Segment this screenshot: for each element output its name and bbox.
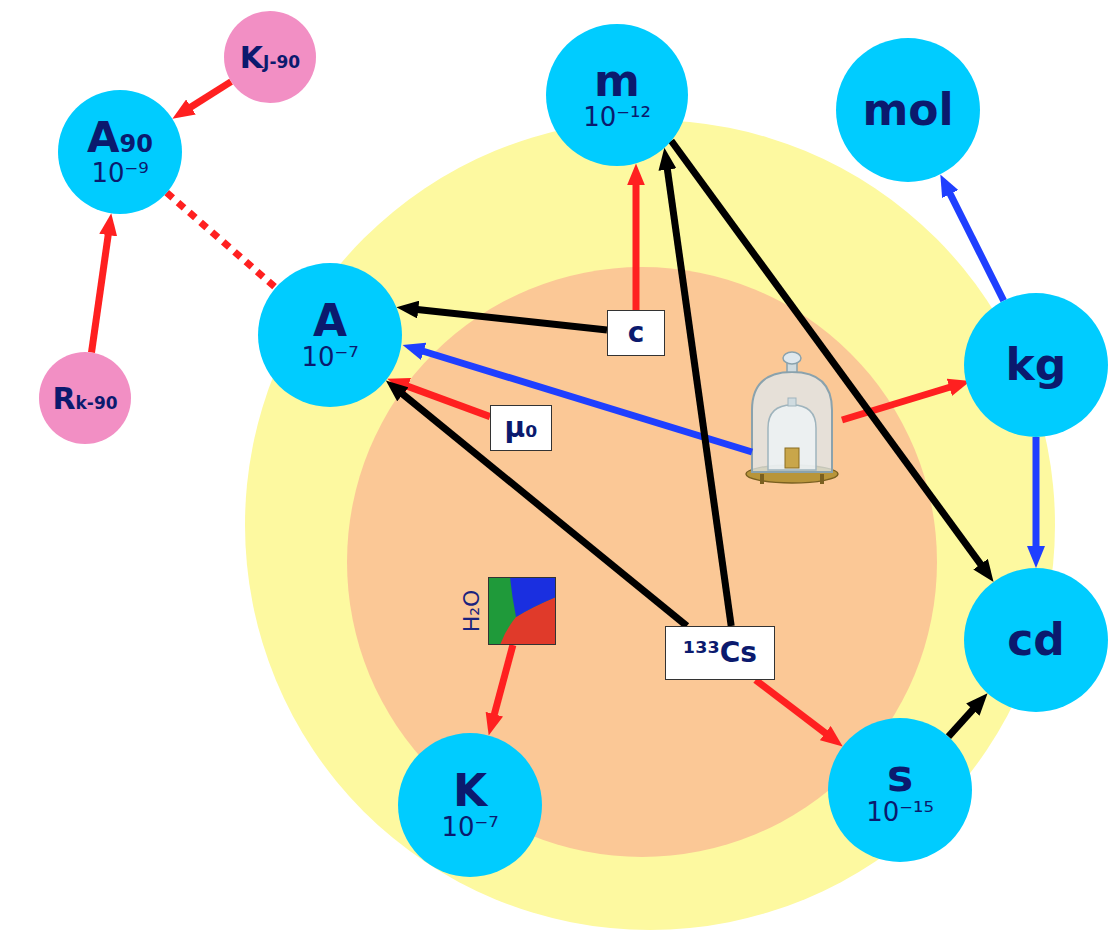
precision-label: 10⁻⁷ [301,343,358,372]
dependency-arrow [671,141,985,571]
node-label: m [594,59,640,103]
constant-circle: Rk-90 [39,352,131,444]
unit-circle: mol [836,38,980,182]
phase-diagram: H₂O [458,577,556,645]
dependency-arrow [756,680,832,738]
node-label: K [453,769,487,813]
unit-circle: kg [964,293,1108,437]
constant-box: μ₀ [490,405,552,451]
node-label: kg [1006,343,1067,387]
dotted-link [167,193,276,288]
precision-label: 10⁻¹⁵ [866,798,934,827]
constant-box: ¹³³Cs [665,626,775,680]
node-label: A90 [87,117,153,159]
dependency-arrow [410,309,607,330]
node-label: ¹³³Cs [683,638,757,669]
precision-label: 10⁻⁹ [91,159,148,188]
dependency-arrow [492,645,513,722]
constant-circle: KJ-90 [224,11,316,103]
node-label: A [313,299,347,343]
node-label: s [887,754,913,798]
outer-band [245,120,1055,930]
unit-circle: A10⁻⁷ [258,263,402,407]
precision-label: 10⁻¹² [583,103,651,132]
dependency-arrow [633,177,640,310]
phase-diagram-image [488,577,556,645]
dependency-arrow [948,704,978,737]
constant-box: c [607,310,665,356]
unit-circle: cd [964,568,1108,712]
node-label: c [628,318,645,349]
dependency-arrow [397,389,687,626]
node-label: H₂O [461,590,483,633]
dependency-arrow [1033,437,1040,554]
node-label: cd [1007,618,1065,662]
unit-circle: m10⁻¹² [546,24,688,166]
node-label: μ₀ [505,413,538,444]
precision-label: 10⁻⁷ [441,813,498,842]
dependency-arrow [184,82,231,112]
dependency-arrow [92,227,110,352]
unit-circle: K10⁻⁷ [398,733,542,877]
node-label: Rk-90 [52,382,117,415]
node-label: KJ-90 [240,41,300,74]
node-label: mol [862,88,953,132]
dependency-arrow [666,162,731,626]
unit-circle: s10⁻¹⁵ [828,718,972,862]
dependency-arrow [947,187,1004,301]
kilogram-prototype [746,352,838,484]
unit-circle: A9010⁻⁹ [58,90,182,214]
